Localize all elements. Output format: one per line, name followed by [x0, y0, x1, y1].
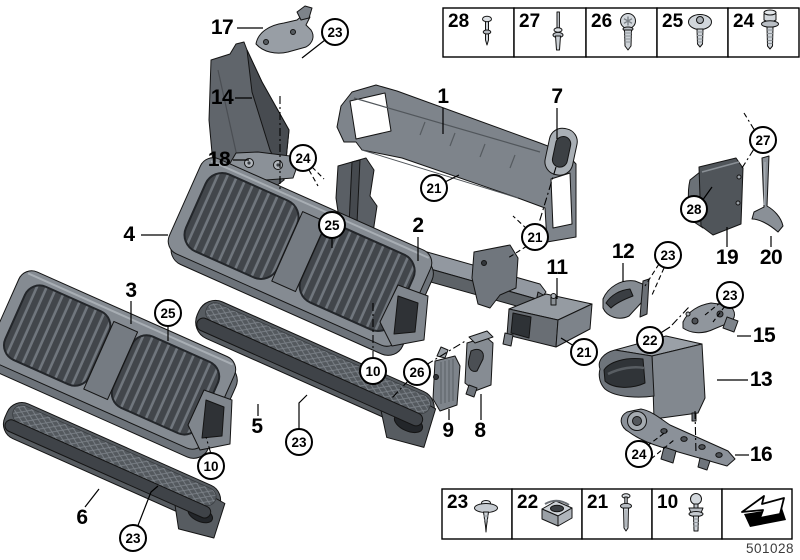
ball-stud-icon [688, 493, 704, 532]
part-4-kidney-grille-drawing[interactable] [160, 153, 441, 360]
callout-13[interactable]: 13 [749, 368, 773, 391]
callout-18[interactable]: 18 [207, 148, 231, 171]
legend-item-10-label[interactable]: 10 [657, 492, 679, 513]
callout-23[interactable]: 23 [716, 281, 744, 309]
callout-17[interactable]: 17 [210, 16, 234, 39]
part-9-bracket-panel-drawing[interactable] [432, 346, 461, 412]
callout-8[interactable]: 8 [474, 419, 486, 442]
part-12-air-duct-curved-drawing[interactable] [602, 278, 650, 319]
part-5-air-inlet-bar-drawing[interactable] [183, 295, 445, 453]
frame-side-bracket-drawing[interactable] [471, 244, 519, 309]
callout-19[interactable]: 19 [715, 246, 739, 269]
leader-lines [84, 27, 772, 529]
callout-10[interactable]: 10 [359, 357, 387, 385]
callout-16[interactable]: 16 [749, 443, 773, 466]
part-15-bracket-arm-drawing[interactable] [682, 302, 739, 334]
push-rivet-icon [474, 500, 498, 533]
callout-9[interactable]: 9 [442, 419, 454, 442]
torx-screw-icon [620, 13, 636, 51]
legend-item-23-label[interactable]: 23 [447, 492, 469, 513]
callout-6[interactable]: 6 [76, 506, 88, 529]
callout-15[interactable]: 15 [752, 324, 776, 347]
part-1-front-panel-frame-drawing[interactable] [336, 84, 577, 243]
callout-27[interactable]: 27 [749, 126, 777, 154]
legend-item-27-label[interactable]: 27 [519, 11, 541, 32]
callout-11[interactable]: 11 [546, 256, 568, 279]
hex-flange-screw-icon [761, 9, 779, 50]
callout-21[interactable]: 21 [521, 223, 549, 251]
legend-item-26-label[interactable]: 26 [591, 11, 613, 32]
callout-28[interactable]: 28 [680, 195, 708, 223]
callout-14[interactable]: 14 [210, 86, 234, 109]
callout-20[interactable]: 20 [759, 246, 783, 269]
callout-4[interactable]: 4 [123, 223, 135, 246]
callout-21[interactable]: 21 [420, 174, 448, 202]
part-13-brake-air-duct-drawing[interactable] [598, 335, 706, 422]
direction-arrow-icon [741, 495, 786, 527]
expansion-rivet-icon [620, 493, 632, 532]
callout-24[interactable]: 24 [289, 144, 317, 172]
legend-item-25-label[interactable]: 25 [662, 11, 684, 32]
fastener-legend-top[interactable] [442, 7, 800, 58]
callout-22[interactable]: 22 [636, 326, 664, 354]
part-7-seal-ring-drawing[interactable] [543, 126, 580, 178]
part-17-bracket-drawing[interactable] [255, 5, 314, 54]
legend-item-22-label[interactable]: 22 [517, 492, 539, 513]
callout-12[interactable]: 12 [611, 240, 635, 263]
part-8-bracket-drawing[interactable] [464, 330, 494, 398]
callout-23[interactable]: 23 [285, 428, 313, 456]
part-3-kidney-grille-drawing[interactable] [0, 266, 246, 463]
callout-1[interactable]: 1 [437, 85, 449, 108]
callout-3[interactable]: 3 [125, 279, 137, 302]
callout-5[interactable]: 5 [251, 415, 263, 438]
blind-rivet-icon [482, 15, 492, 46]
callout-24[interactable]: 24 [625, 440, 653, 468]
part-20-trim-blade-drawing[interactable] [751, 155, 784, 233]
callout-23[interactable]: 23 [119, 524, 147, 552]
callout-21[interactable]: 21 [570, 338, 598, 366]
part-11-air-duct-drawing[interactable] [502, 293, 593, 348]
callout-10[interactable]: 10 [197, 452, 225, 480]
callout-25[interactable]: 25 [318, 211, 346, 239]
cage-nut-icon [541, 499, 573, 527]
legend-item-24-label[interactable]: 24 [733, 11, 755, 32]
legend-item-21-label[interactable]: 21 [587, 492, 609, 513]
washer-head-screw-icon [688, 14, 712, 48]
callout-26[interactable]: 26 [403, 358, 431, 386]
pin-rivet-icon [552, 11, 564, 51]
callout-23[interactable]: 23 [654, 241, 682, 269]
part-6-air-inlet-bar-drawing[interactable] [0, 397, 233, 543]
doc-number: 501028 [745, 541, 794, 556]
part-16-mount-bracket-drawing[interactable] [620, 408, 736, 471]
fastener-legend-bottom[interactable] [441, 488, 793, 540]
callout-7[interactable]: 7 [551, 85, 563, 108]
callout-25[interactable]: 25 [154, 299, 182, 327]
callout-23[interactable]: 23 [321, 18, 349, 46]
callout-2[interactable]: 2 [412, 214, 424, 237]
legend-item-28-label[interactable]: 28 [448, 11, 470, 32]
